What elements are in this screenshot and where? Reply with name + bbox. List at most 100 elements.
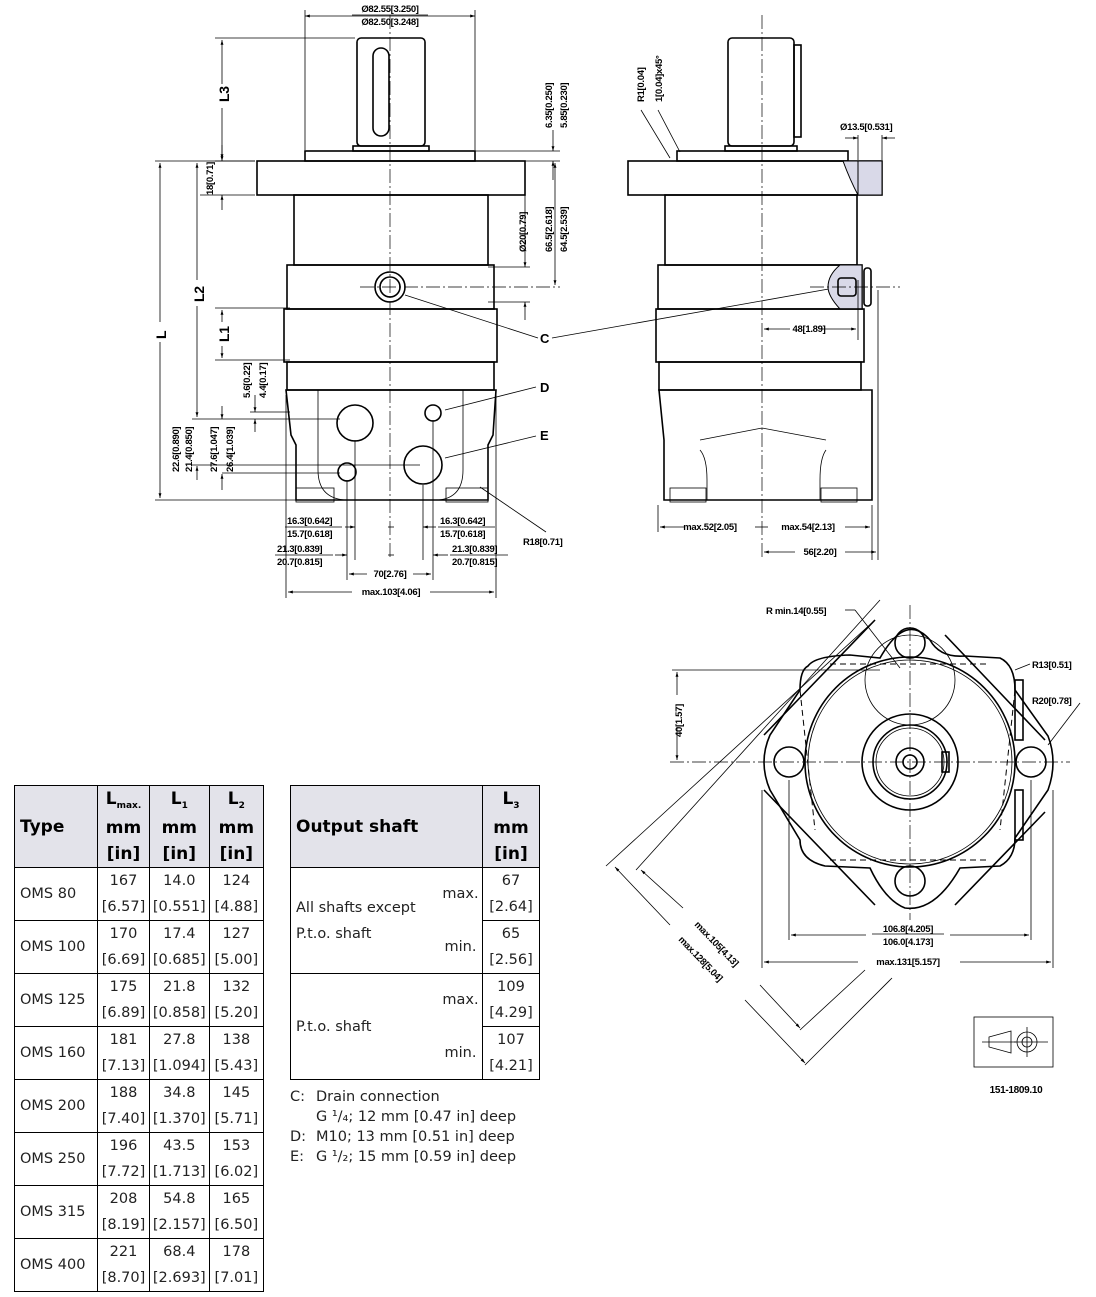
cell-type: OMS 315 [13, 1185, 99, 1239]
dim-pilot-height-bottom: 5.85[0.230] [559, 83, 570, 128]
header-l1-main: L [170, 789, 182, 809]
ext-line [804, 977, 893, 1066]
label-bg [790, 322, 820, 334]
lmax-mm: 221 [109, 1244, 138, 1260]
dim-max-left: max.52[2.05] [683, 522, 737, 533]
table-row-max: P.t.o. shaft max. 109[4.29] [290, 973, 540, 1080]
foot-right [445, 487, 489, 503]
l2-in: [5.00] [214, 952, 259, 968]
leader-line [404, 294, 539, 339]
note-line: M10; 13 mm [0.51 in] deep [316, 1129, 515, 1145]
motor-body-gear [283, 308, 498, 363]
cell-l2: 124[4.88] [208, 867, 265, 921]
cell-l1: 43.5[1.713] [148, 1132, 210, 1186]
label-bg [214, 84, 230, 108]
dim-bolt-hole: Ø13.5[0.531] [840, 122, 893, 133]
l2-mm: 124 [222, 873, 251, 889]
max-mm: 109 [497, 979, 525, 995]
l1-mm: 21.8 [163, 979, 196, 995]
table-row-min: min. 107[4.21] [291, 1026, 540, 1080]
cell-l1: 14.0[0.551] [148, 867, 210, 921]
label-l3: L3 [216, 86, 232, 102]
header-l2-main: L [227, 789, 239, 809]
label-l1: L1 [216, 326, 232, 342]
note-line: G ¹/₂; 15 mm [0.59 in] deep [316, 1149, 517, 1165]
bolt-hole-section [857, 160, 883, 196]
dim-flange-thickness: 18[0.71] [205, 162, 216, 195]
l2-mm: 127 [222, 926, 251, 942]
cell-lmax: 196[7.72] [97, 1132, 150, 1186]
l2-in: [5.71] [214, 1111, 259, 1127]
table-row: OMS 125 175[6.89] 21.8[0.858] 132[5.20] [13, 973, 265, 1027]
dim-27-6-bottom: 26.4[1.039] [225, 427, 236, 472]
lmax-in: [6.69] [101, 952, 146, 968]
l1-mm: 27.8 [163, 1032, 196, 1048]
type-name: OMS 160 [20, 1045, 86, 1061]
cover-edge [819, 449, 827, 500]
l1-mm: 68.4 [163, 1244, 196, 1260]
flange-diagonal-edges [763, 619, 1046, 906]
dim-right-16-top: 16.3[0.642] [440, 516, 485, 527]
dim-pilot-bottom: Ø82.50[3.248] [361, 17, 418, 28]
lmax-mm: 188 [109, 1085, 138, 1101]
dim-flange-drain-bottom: 64.5[2.539] [559, 207, 570, 252]
lmax-mm: 167 [109, 873, 138, 889]
max-in: [2.64] [489, 899, 533, 915]
cell-lmax: 208[8.19] [97, 1185, 150, 1239]
note-key: E: [290, 1149, 305, 1165]
header-lmax-sub: max. [116, 801, 142, 811]
type-name: OMS 80 [20, 886, 77, 902]
dim-22-6-top: 22.6[0.890] [171, 427, 182, 472]
dim-line [640, 869, 684, 909]
cell-lmax: 170[6.69] [97, 920, 150, 974]
shaft-header-row: Output shaft L3 mm [in] [290, 785, 540, 868]
side-body-gear [655, 308, 865, 363]
dim-40: 40[1.57] [674, 704, 685, 737]
dim-max-width: max.103[4.06] [362, 587, 421, 598]
cell-max-value: 67[2.64] [482, 867, 540, 921]
min-label: min. [444, 938, 477, 955]
output-shaft-table: Output shaft L3 mm [in] All shafts excep… [290, 785, 540, 1080]
cell-lmax: 221[8.70] [97, 1238, 150, 1292]
type-name: OMS 125 [20, 992, 86, 1008]
dim-radius-r18: R18[0.71] [523, 537, 563, 548]
cell-l1: 27.8[1.094] [148, 1026, 210, 1080]
motor-body-lower [286, 361, 495, 391]
dim-bolt-circle-top: 106.8[4.205] [883, 924, 933, 935]
note-key: C: [290, 1089, 306, 1105]
note-key: D: [290, 1129, 307, 1145]
header-l3-main: L [502, 789, 514, 809]
table-row: OMS 160 181[7.13] 27.8[1.094] 138[5.43] [13, 1026, 265, 1080]
table-row: OMS 100 170[6.69] 17.4[0.685] 127[5.00] [13, 920, 265, 974]
port-d [424, 404, 442, 422]
header-l1-sub: 1 [181, 801, 188, 811]
header-lmax-in: [in] [106, 844, 141, 864]
header-l3-sub: 3 [513, 801, 520, 811]
lmax-in: [7.40] [101, 1111, 146, 1127]
dim-r-min: R min.14[0.55] [766, 606, 826, 617]
l1-in: [1.713] [152, 1164, 206, 1180]
label-bg [670, 695, 684, 727]
shaft-key [372, 47, 390, 137]
dim-line [744, 999, 806, 1064]
cell-l2: 145[5.71] [208, 1079, 265, 1133]
cell-min-value: 65[2.56] [482, 920, 540, 974]
side-flange [627, 160, 883, 196]
cell-type: OMS 200 [13, 1079, 99, 1133]
cell-max-label: max. [439, 973, 483, 1027]
cell-l1: 68.4[2.693] [148, 1238, 210, 1292]
dim-drain-offset: 48[1.89] [793, 324, 826, 335]
dim-flange-drain-top: 66.5[2.618] [544, 207, 555, 252]
note-text: M10; 13 mm [0.51 in] deep [316, 1127, 515, 1147]
l2-in: [6.50] [214, 1217, 259, 1233]
callout-c: C [540, 331, 550, 346]
cell-type: OMS 80 [13, 867, 99, 921]
dim-bolt-circle-bottom: 106.0[4.173] [883, 937, 933, 948]
leader-line [640, 109, 671, 159]
l2-mm: 165 [222, 1191, 251, 1207]
dim-22-6-bottom: 21.4[0.850] [184, 427, 195, 472]
cell-l2: 138[5.43] [208, 1026, 265, 1080]
